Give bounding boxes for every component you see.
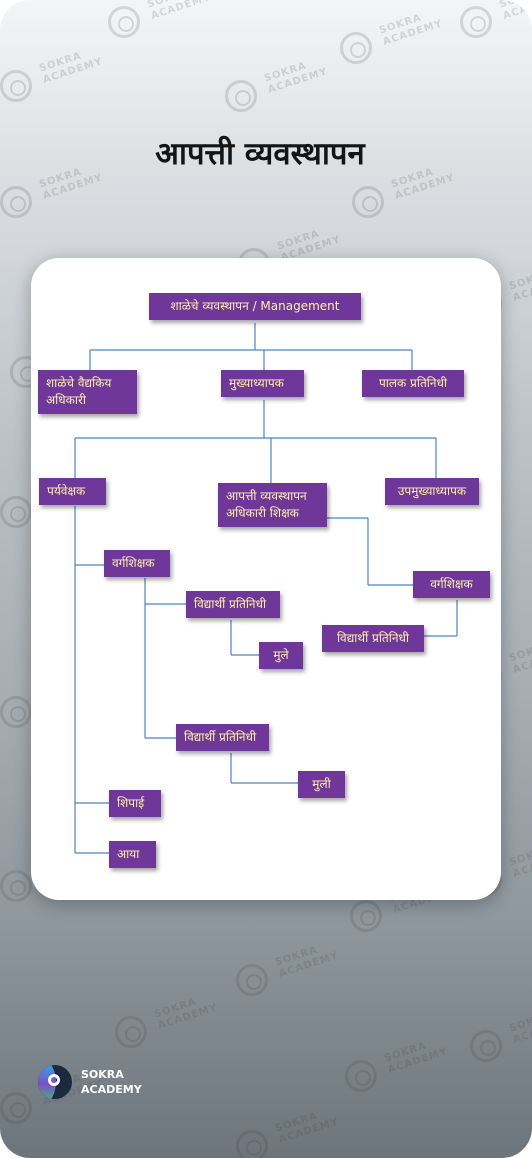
watermark-text: SOKRA ACADEMY — [153, 996, 220, 1032]
node-class-teacher-left: वर्गशिक्षक — [104, 550, 170, 577]
watermark-tile: SOKRA ACADEMY — [108, 0, 258, 46]
watermark-text: SOKRA ACADEMY — [274, 1110, 341, 1146]
watermark-tile: SOKRA ACADEMY — [236, 944, 386, 1004]
node-student-rep-2: विद्यार्थी प्रतिनिधी — [176, 724, 269, 751]
org-chart-card: शाळेचे व्यवस्थापन / Management शाळेचे वै… — [31, 258, 501, 900]
watermark-tile: SOKRA ACADEMY — [340, 12, 490, 72]
watermark-seal-icon — [236, 1130, 268, 1158]
watermark-seal-icon — [236, 964, 268, 996]
watermark-text: SOKRA ACADEMY — [38, 50, 105, 86]
watermark-tile: SOKRA ACADEMY — [0, 166, 150, 226]
connector-lines — [74, 323, 458, 854]
watermark-tile: SOKRA ACADEMY — [470, 1010, 532, 1070]
node-student-rep-1: विद्यार्थी प्रतिनिधी — [186, 591, 280, 618]
brand-name: SOKRA ACADEMY — [81, 1068, 142, 1096]
watermark-seal-icon — [470, 1030, 502, 1062]
watermark-seal-icon — [0, 1092, 32, 1124]
watermark-text: SOKRA ACADEMY — [508, 268, 532, 304]
watermark-seal-icon — [0, 70, 32, 102]
node-student-rep-right: विद्यार्थी प्रतिनिधी — [322, 625, 424, 652]
watermark-tile: SOKRA ACADEMY — [460, 0, 532, 46]
watermark-seal-icon — [460, 6, 492, 38]
page-title: आपत्ती व्यवस्थापन — [155, 136, 365, 172]
watermark-seal-icon — [345, 1060, 377, 1092]
watermark-tile: SOKRA ACADEMY — [345, 1040, 495, 1100]
watermark-text: SOKRA ACADEMY — [508, 640, 532, 676]
watermark-seal-icon — [0, 696, 32, 728]
watermark-tile: SOKRA ACADEMY — [352, 166, 502, 226]
watermark-tile: SOKRA ACADEMY — [225, 60, 375, 120]
watermark-tile: SOKRA ACADEMY — [115, 996, 265, 1056]
watermark-seal-icon — [0, 186, 32, 218]
node-deputy-headmaster: उपमुख्याध्यापक — [385, 478, 479, 505]
watermark-text: SOKRA ACADEMY — [508, 1010, 532, 1046]
watermark-text: SOKRA ACADEMY — [146, 0, 213, 22]
node-peon: शिपाई — [109, 790, 161, 817]
watermark-text: SOKRA ACADEMY — [274, 944, 341, 980]
watermark-text: SOKRA ACADEMY — [508, 844, 532, 880]
watermark-tile: SOKRA ACADEMY — [350, 880, 500, 940]
watermark-seal-icon — [225, 80, 257, 112]
watermark-seal-icon — [350, 900, 382, 932]
node-class-teacher-right: वर्गशिक्षक — [413, 571, 490, 598]
sokra-logo-icon — [38, 1065, 72, 1099]
node-supervisor: पर्यवेक्षक — [39, 478, 106, 505]
watermark-seal-icon — [340, 32, 372, 64]
node-boys: मुले — [259, 642, 303, 669]
node-management: शाळेचे व्यवस्थापन / Management — [149, 293, 361, 320]
brand: SOKRA ACADEMY — [38, 1064, 178, 1100]
watermark-tile: SOKRA ACADEMY — [0, 50, 150, 110]
watermark-seal-icon — [0, 870, 32, 902]
node-dm-officer-teacher: आपत्ती व्यवस्थापन अधिकारी शिक्षक — [218, 483, 327, 527]
watermark-text: SOKRA ACADEMY — [498, 0, 532, 22]
watermark-seal-icon — [352, 186, 384, 218]
node-parent-representative: पालक प्रतिनिधी — [362, 370, 464, 397]
node-medical-officer: शाळेचे वैद्यकिय अधिकारी — [38, 370, 137, 414]
watermark-tile: SOKRA ACADEMY — [236, 1110, 386, 1158]
watermark-seal-icon — [108, 6, 140, 38]
watermark-text: SOKRA ACADEMY — [263, 60, 330, 96]
watermark-seal-icon — [0, 496, 32, 528]
watermark-seal-icon — [115, 1016, 147, 1048]
watermark-text: SOKRA ACADEMY — [383, 1040, 450, 1076]
node-maid: आया — [109, 841, 156, 868]
node-girls: मुली — [298, 771, 345, 798]
node-headmaster: मुख्याध्यापक — [221, 370, 304, 397]
watermark-text: SOKRA ACADEMY — [378, 12, 445, 48]
